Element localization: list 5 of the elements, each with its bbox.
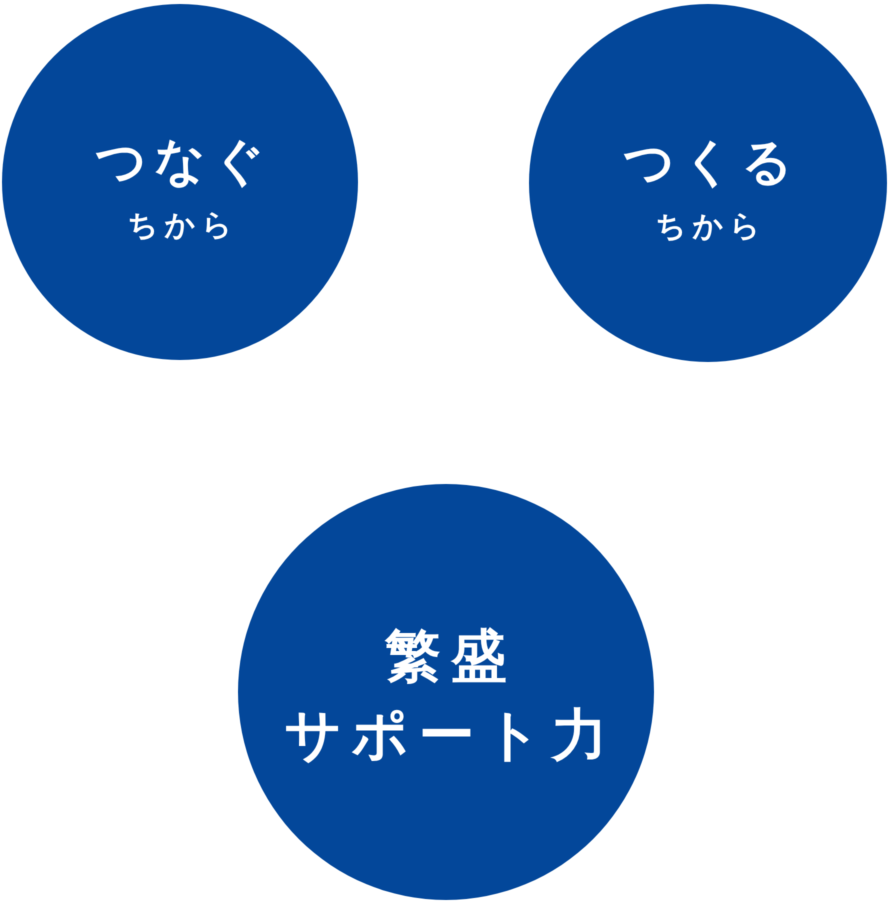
circle-title: つくる [622, 132, 800, 192]
circle-subtitle: ちから [654, 208, 766, 244]
circle-title: 繁盛サポート力 [284, 622, 618, 770]
circle-title: つなぐ [94, 130, 272, 190]
circle-subtitle: ちから [126, 208, 238, 244]
